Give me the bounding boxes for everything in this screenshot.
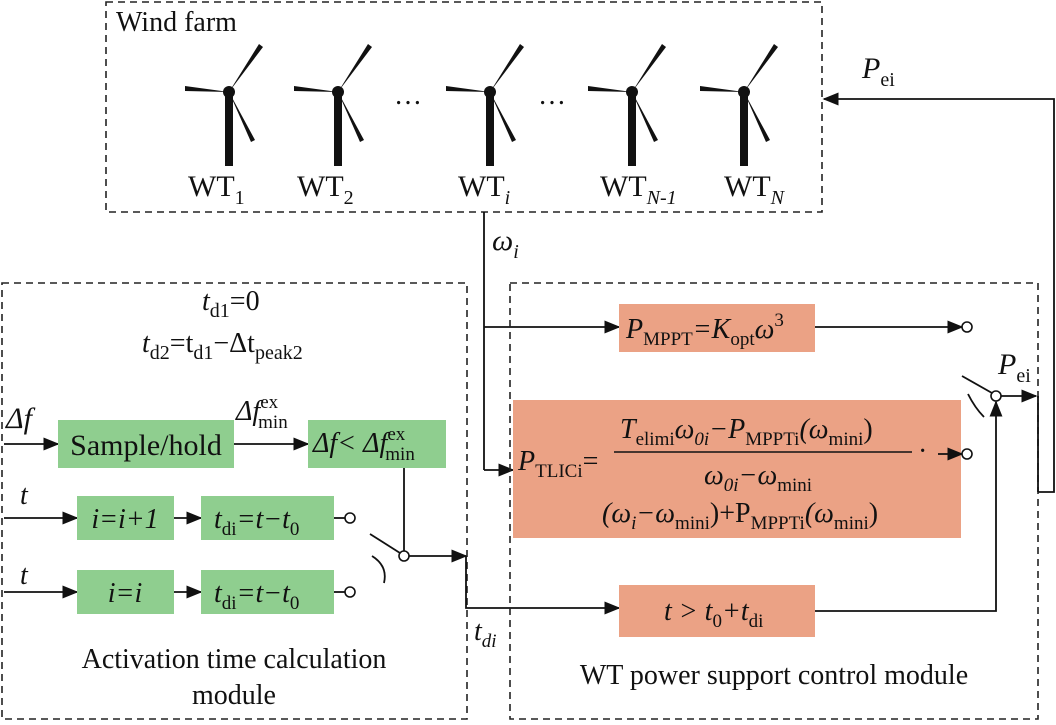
sample-hold-label: Sample/hold — [70, 429, 222, 462]
condition-to-switch-arrow — [815, 400, 1003, 612]
td-calc-label-1: tdi=t−t0 — [214, 504, 299, 540]
increment-label: i=i+1 — [91, 504, 158, 535]
td-calc-block-1 — [201, 496, 334, 540]
activation-caption-1: Activation time calculation — [82, 644, 387, 675]
ellipsis-2: … — [538, 80, 566, 111]
turbine-icon-2 — [294, 44, 372, 166]
ellipsis-1: … — [394, 80, 422, 111]
turbine-label-2: WT2 — [297, 170, 354, 209]
tlic-dot: · — [918, 436, 927, 467]
turbine-label-n-1: WTN-1 — [600, 170, 677, 209]
t-input-label-1: t — [20, 480, 29, 511]
td2-equation: td2=td1−Δtpeak2 — [142, 328, 303, 364]
activation-switch-arc — [371, 555, 386, 584]
control-module-box — [509, 282, 1039, 720]
td-calc-block-2 — [201, 570, 334, 614]
tlic-denominator: ω0i−ωmini — [704, 460, 812, 496]
pei-feedback-label: Pei — [861, 52, 895, 91]
switch-terminal-upper — [344, 512, 356, 524]
turbine-icon-n — [700, 44, 778, 166]
mppt-block — [619, 304, 815, 352]
td-calc-label-2: tdi=t−t0 — [214, 578, 299, 614]
output-switch-blade — [961, 375, 993, 394]
condition-label: t > t0+tdi — [664, 596, 763, 632]
tlic-lhs: PTLICi= — [517, 446, 598, 482]
sample-hold-block — [58, 420, 234, 468]
increment-block — [77, 496, 174, 540]
same-index-label: i=i — [108, 578, 142, 609]
turbine-icon-n-1 — [588, 44, 666, 166]
td1-equation: td1=0 — [202, 286, 260, 322]
wind-farm-box — [105, 1, 823, 213]
condition-block — [619, 585, 815, 637]
mppt-label: PMPPT=Koptω3 — [625, 310, 784, 350]
tlic-numerator: Telimiω0i−PMPPTi(ωmini) — [620, 414, 873, 450]
switch-terminal-lower — [344, 586, 356, 598]
tlic-line3: (ωi−ωmini)+PMPPTi(ωmini) — [602, 498, 878, 534]
omega-label: ωi — [492, 224, 519, 263]
same-index-block — [77, 570, 174, 614]
control-caption: WT power support control module — [580, 660, 968, 691]
activation-module-box — [1, 282, 468, 720]
wind-farm-title: Wind farm — [116, 7, 237, 38]
output-switch-arc — [967, 393, 985, 418]
activation-caption-2: module — [192, 680, 276, 711]
turbine-label-1: WT1 — [188, 170, 245, 209]
tlic-terminal — [961, 448, 973, 460]
activation-switch-blade — [369, 533, 401, 554]
pei-feedback-arrow — [822, 92, 1055, 493]
compare-block — [308, 420, 446, 468]
turbine-icon-i — [446, 44, 524, 166]
tdi-link-label: tdi — [474, 616, 497, 652]
delta-f-label: Δf — [5, 402, 36, 435]
output-pei-label: Pei — [997, 348, 1031, 387]
tdi-link-arrow — [465, 556, 621, 615]
t-input-label-2: t — [20, 560, 29, 591]
tlic-block — [513, 400, 961, 538]
mppt-terminal — [961, 321, 973, 333]
output-switch-pivot — [990, 390, 1002, 402]
turbine-label-n: WTN — [724, 170, 786, 209]
turbine-icon-1 — [185, 44, 263, 166]
turbine-label-i: WTi — [458, 170, 510, 209]
activation-switch-pivot — [398, 550, 410, 562]
